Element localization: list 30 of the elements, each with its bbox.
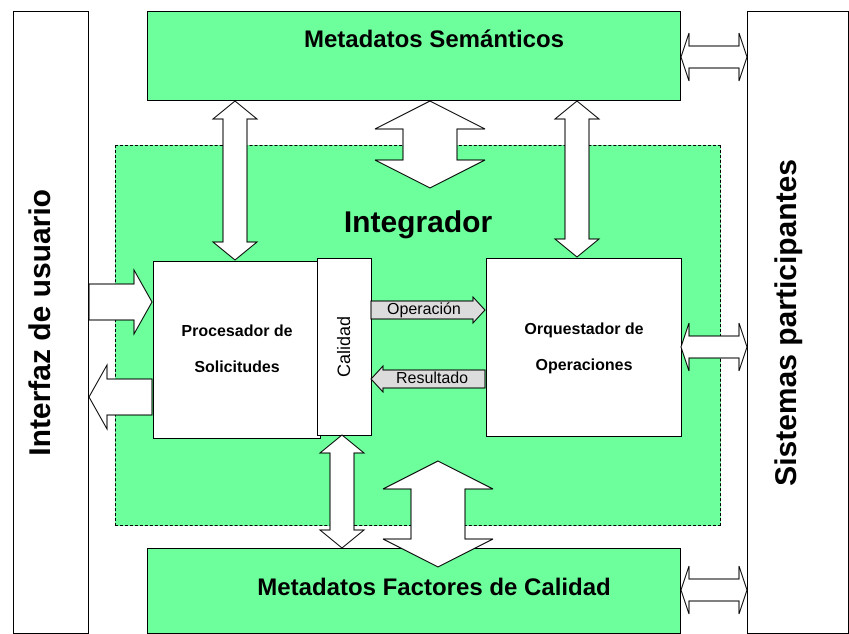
box-label: Calidad (334, 316, 355, 378)
node-label: Interfaz de usuario (24, 189, 58, 456)
process-box (147, 11, 681, 101)
side-panel (13, 11, 89, 634)
block-arrow (680, 566, 748, 614)
block-arrow (554, 100, 600, 258)
process-box (153, 261, 321, 439)
edge-label: Resultado (396, 370, 468, 388)
block-arrow (88, 363, 152, 431)
block-arrow (318, 434, 366, 549)
process-box (147, 548, 681, 634)
block-arrow (680, 322, 748, 372)
process-box (486, 258, 682, 437)
side-panel (747, 11, 849, 634)
block-arrow (374, 100, 486, 189)
block-arrow (382, 460, 494, 568)
node-label: Metadatos Factores de Calidad (257, 574, 611, 602)
block-arrow (680, 32, 748, 82)
block-arrow (88, 268, 153, 336)
block-arrow (212, 100, 258, 261)
edge-label: Operación (387, 301, 461, 319)
node-label: Sistemas participantes (770, 159, 804, 486)
block-arrow (370, 364, 486, 394)
node-label: Metadatos Semánticos (304, 26, 564, 54)
process-box (317, 258, 372, 436)
block-arrow (370, 296, 486, 324)
node-label: Orquestador de Operaciones (523, 320, 645, 376)
container-region (115, 145, 721, 526)
node-label: Integrador (344, 206, 492, 240)
node-label: Procesador de Solicitudes (180, 322, 294, 378)
